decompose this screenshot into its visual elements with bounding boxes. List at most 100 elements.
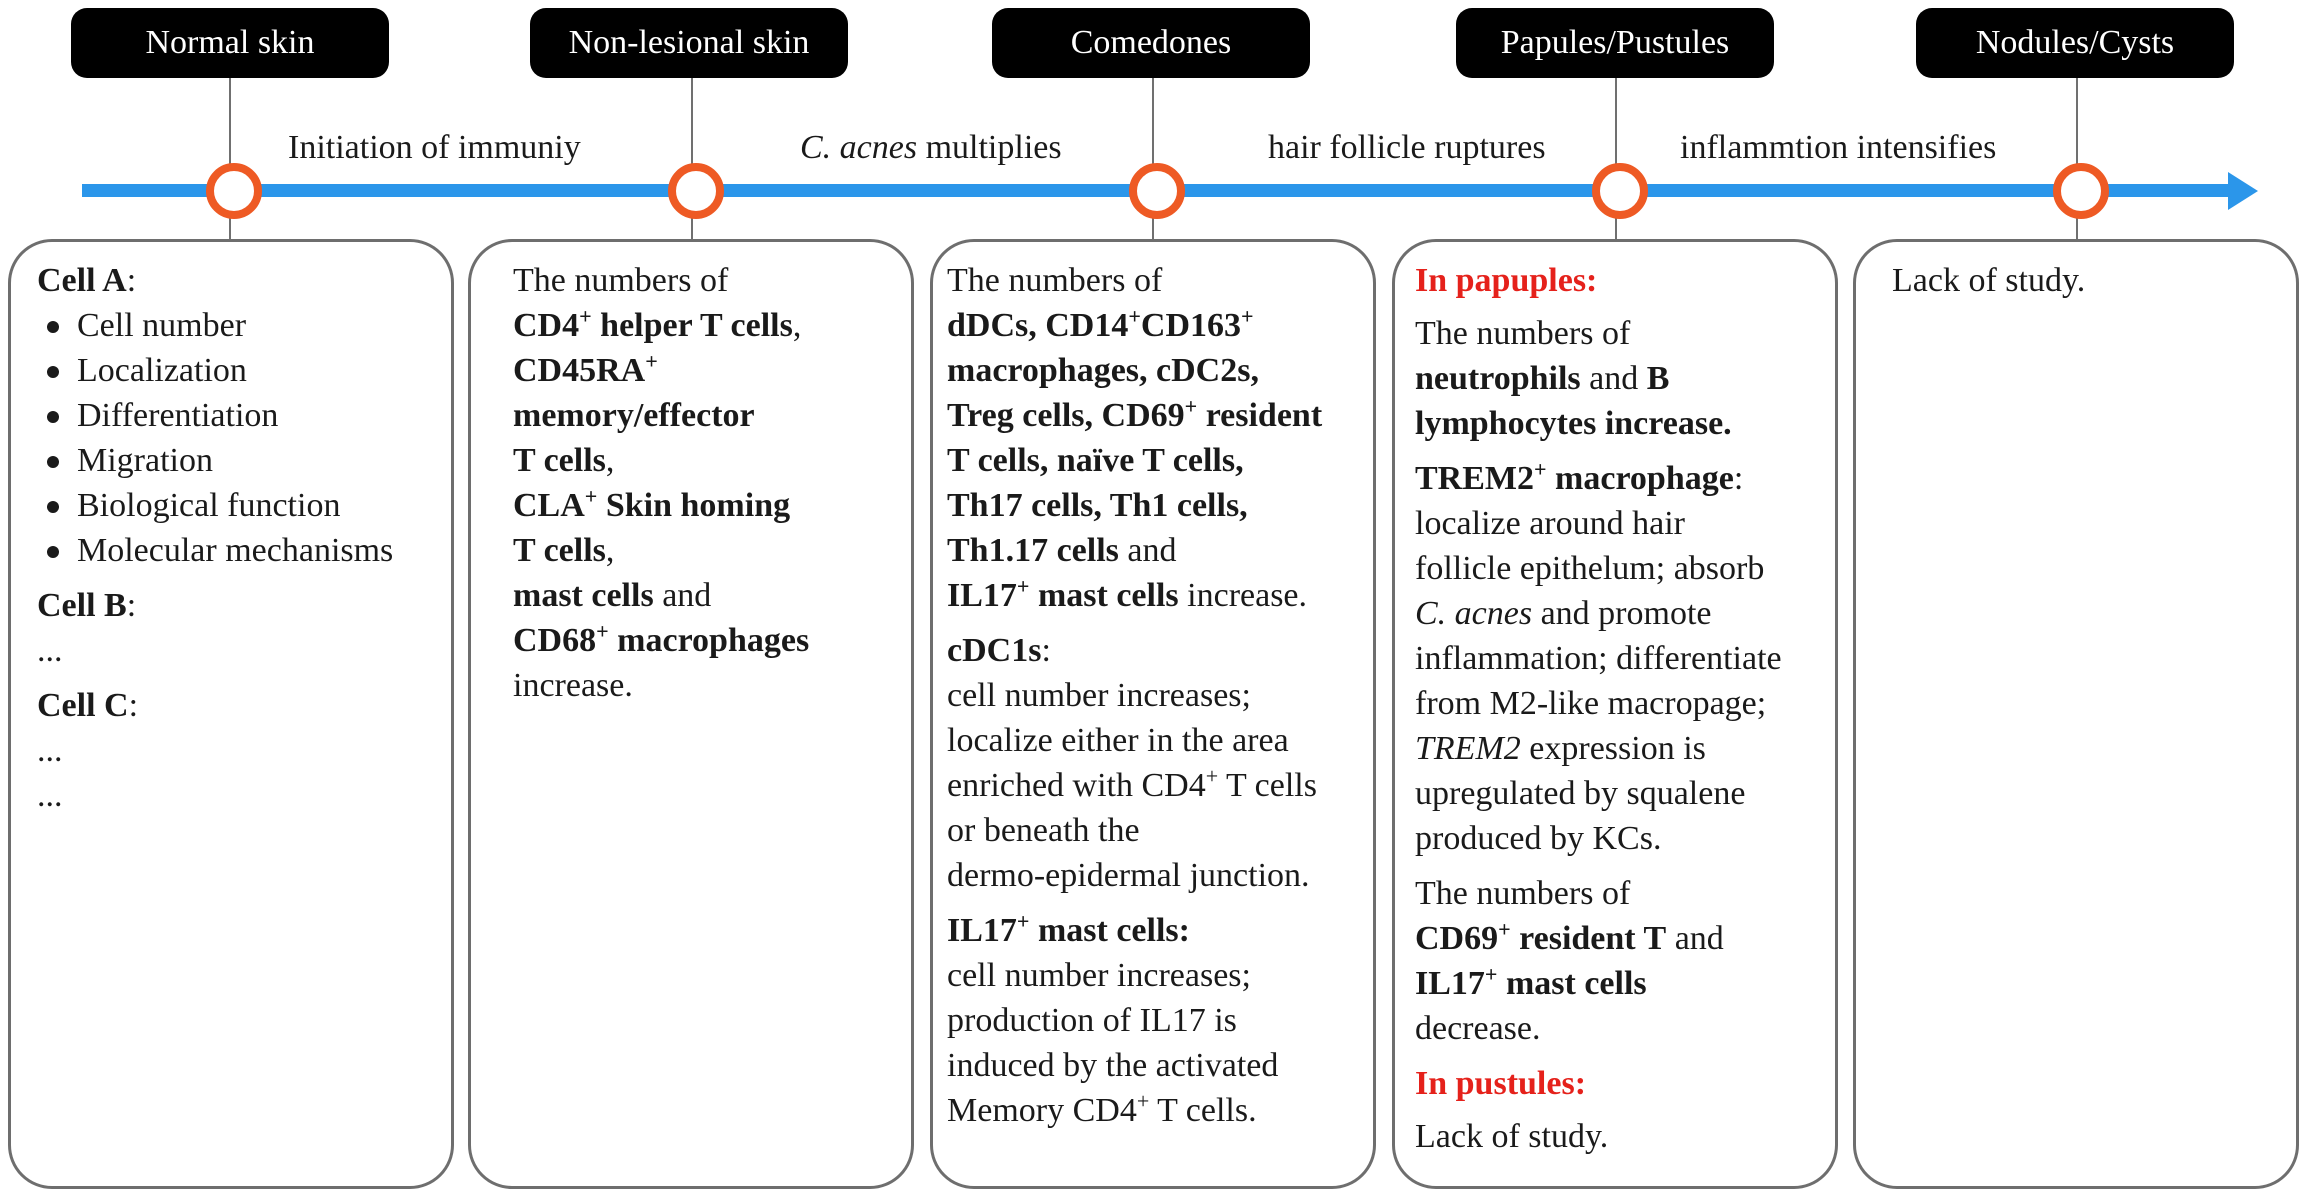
text-fragment: T cells. (1149, 1092, 1257, 1129)
superscript-plus: + (1498, 916, 1511, 942)
list-item: Migration (37, 438, 393, 483)
cell-name: neutrophils (1415, 360, 1581, 397)
cell-c-heading: Cell C: (37, 683, 393, 728)
superscript-plus: + (1016, 573, 1030, 599)
cell-a-label: Cell A (37, 262, 127, 299)
text-line: localize around hair (1415, 505, 1685, 542)
text-line: The numbers of (1415, 315, 1631, 352)
in-pustules-heading: In pustules: (1415, 1065, 1587, 1102)
conjunction: and (653, 577, 712, 614)
in-papuples-heading: In papuples: (1415, 262, 1598, 299)
cell-name: B (1646, 360, 1670, 397)
colon: : (126, 262, 137, 299)
text-fragment: and promote (1532, 595, 1712, 632)
superscript-plus: + (579, 303, 592, 329)
text-line: The numbers of (947, 262, 1163, 299)
card-comedones: The numbers of dDCs, CD14+CD163+ macroph… (930, 239, 1376, 1189)
text-line: dermo-epidermal junction. (947, 857, 1310, 894)
superscript-plus: + (1205, 763, 1219, 789)
cdc1s-heading: cDC1s: (947, 628, 1322, 673)
text-fragment: enriched with CD4 (947, 767, 1206, 804)
text-fragment: Memory CD4 (947, 1092, 1137, 1129)
transition-species: C. acnes (800, 129, 918, 166)
cell-name: helper T cells (591, 307, 793, 344)
cell-name: CD4 (513, 307, 580, 344)
text-line: Treg cells, CD69+ resident (947, 393, 1322, 438)
cell-name: CD68 (513, 622, 597, 659)
cell-name: mast cells (1497, 965, 1647, 1002)
superscript-plus: + (584, 483, 598, 509)
transition-label-inflammation: inflammtion intensifies (1680, 129, 1997, 166)
cell-c-label: Cell C (37, 687, 129, 724)
list-item: Cell number (37, 303, 393, 348)
cell-name: T cells (513, 532, 606, 569)
text-line: neutrophils and B (1415, 356, 1782, 401)
cell-name: Skin homing (597, 487, 791, 524)
cell-name: IL17 (947, 912, 1017, 949)
superscript-plus: + (645, 348, 658, 374)
conjunction: and (1580, 360, 1647, 397)
text-line: cell number increases; (947, 677, 1251, 714)
cell-attribute-list: Cell number Localization Differentiation… (37, 303, 393, 573)
comma: , (605, 442, 615, 479)
superscript-plus: + (596, 618, 609, 644)
connector-line (1615, 78, 1617, 239)
superscript-plus: + (1241, 303, 1254, 329)
text-line: CD45RA+ (513, 348, 809, 393)
transition-verb: multiplies (917, 129, 1062, 166)
card-nodules-cysts: Lack of study. (1853, 239, 2299, 1189)
text-line: follicle epithelum; absorb (1415, 550, 1765, 587)
text-line: TREM2 expression is (1415, 726, 1782, 771)
gene-name: TREM2 (1415, 730, 1521, 767)
conjunction: and (1666, 920, 1724, 957)
text-line: increase. (513, 667, 633, 704)
text-line: CD68+ macrophages (513, 618, 809, 663)
cell-name: mast cells: (1029, 912, 1190, 949)
cell-name: dDCs, CD14 (947, 307, 1129, 344)
timeline-node (668, 163, 724, 219)
transition-label-multiplies: C. acnes multiplies (800, 126, 1062, 170)
cell-b-heading: Cell B: (37, 583, 393, 628)
cell-name: Treg cells, CD69 (947, 397, 1185, 434)
text-line: T cells, (513, 438, 809, 483)
cell-name: CD69 (1415, 920, 1499, 957)
text-line: Lack of study. (1415, 1118, 1609, 1155)
timeline-node (1592, 163, 1648, 219)
ellipsis: ... (37, 777, 63, 814)
result-text: increase. (1178, 577, 1308, 614)
superscript-plus: + (1534, 456, 1547, 482)
connector-line (691, 78, 693, 239)
text-line: from M2-like macropage; (1415, 685, 1767, 722)
card-non-lesional-skin: The numbers of CD4+ helper T cells, CD45… (468, 239, 914, 1189)
ellipsis: ... (37, 732, 63, 769)
list-item: Molecular mechanisms (37, 528, 393, 573)
text-line: mast cells and (513, 573, 809, 618)
list-item: Differentiation (37, 393, 393, 438)
connector-line (229, 78, 231, 239)
cell-name: cDC1s (947, 632, 1042, 669)
colon: : (126, 587, 137, 624)
timeline-arrowhead (2228, 172, 2258, 210)
colon: : (1041, 632, 1051, 669)
text-line: IL17+ mast cells increase. (947, 573, 1322, 618)
transition-label-initiation: Initiation of immuniy (288, 129, 581, 166)
text-line: C. acnes and promote (1415, 591, 1782, 636)
text-line: T cells, naïve T cells, (947, 442, 1244, 479)
superscript-plus: + (1484, 961, 1498, 987)
cell-b-label: Cell B (37, 587, 127, 624)
text-line: memory/effector (513, 397, 755, 434)
cell-name: resident (1197, 397, 1323, 434)
timeline-node (1129, 163, 1185, 219)
text-fragment: expression is (1520, 730, 1706, 767)
text-line: CD69+ resident T and (1415, 916, 1782, 961)
comma: , (792, 307, 802, 344)
connector-line (1152, 78, 1154, 239)
text-line: CD4+ helper T cells, (513, 303, 809, 348)
cell-name: Th1.17 cells (947, 532, 1119, 569)
colon: : (1733, 460, 1744, 497)
cell-name: mast cells (513, 577, 654, 614)
superscript-plus: + (1136, 1088, 1150, 1114)
text-line: dDCs, CD14+CD163+ (947, 303, 1322, 348)
stage-label-papules-pustules: Papules/Pustules (1456, 8, 1774, 78)
